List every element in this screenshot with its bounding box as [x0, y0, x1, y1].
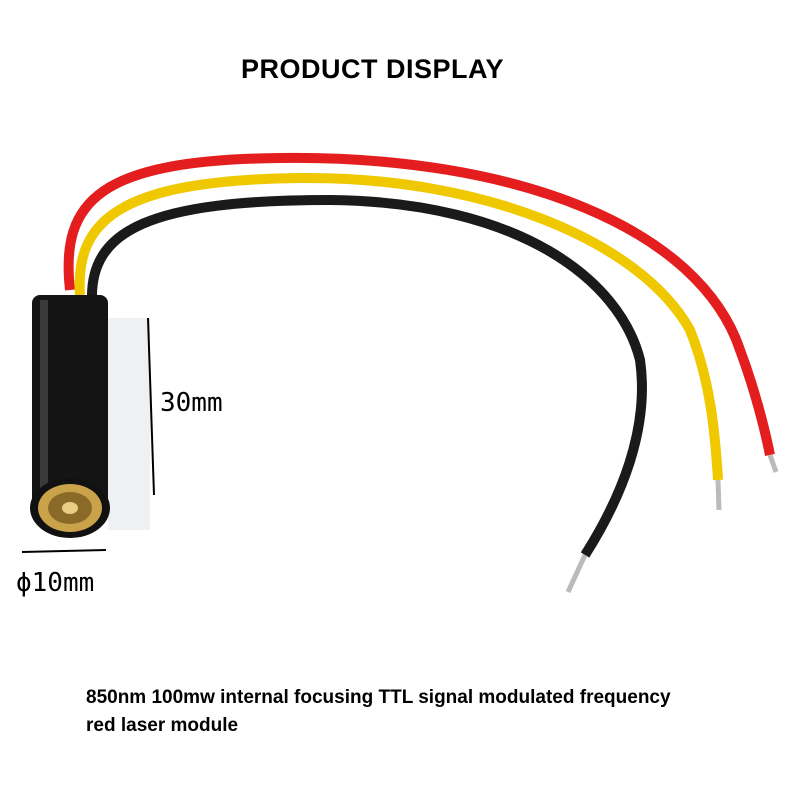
reflection-background	[108, 318, 150, 530]
yellow-wire	[74, 172, 723, 481]
diameter-label: ϕ10mm	[16, 568, 95, 598]
body-highlight	[40, 300, 48, 500]
diameter-dimension-line	[21, 549, 107, 553]
laser-module-body	[32, 295, 108, 510]
lens-center	[62, 502, 78, 514]
black-wire-tip	[565, 553, 588, 594]
length-label: 30mm	[160, 388, 223, 418]
red-wire-tip	[767, 454, 779, 473]
caption-line-2: red laser module	[86, 715, 239, 736]
length-dimension-line	[147, 317, 155, 496]
black-wire	[86, 194, 647, 558]
page-title: PRODUCT DISPLAY	[240, 54, 505, 84]
yellow-wire-tip	[715, 479, 722, 511]
product-caption: 850nm 100mw internal focusing TTL signal…	[86, 684, 786, 740]
caption-line-1: 850nm 100mw internal focusing TTL signal…	[86, 687, 671, 708]
red-wire	[63, 152, 775, 456]
